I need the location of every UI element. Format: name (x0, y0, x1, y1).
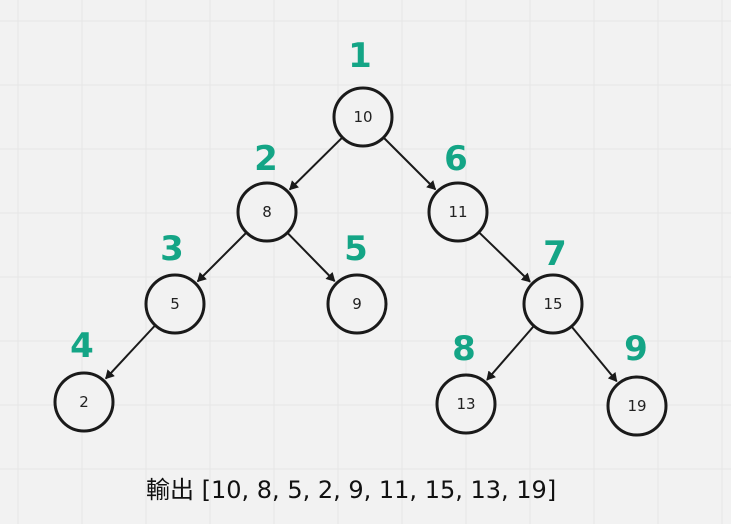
node-circle (332, 86, 394, 148)
edge-arrow-n15-n19 (570, 325, 618, 383)
tree-node-11: 11 6 (427, 139, 489, 243)
node-circle (435, 373, 497, 435)
tree-node-8: 82 (236, 139, 298, 243)
node-value: 15 (543, 295, 562, 313)
edge-arrow-n8-n5 (196, 231, 248, 283)
traversal-order-label: 4 (70, 326, 94, 366)
node-circle (53, 371, 115, 433)
traversal-order-label: 1 (348, 36, 372, 76)
node-circle (606, 375, 668, 437)
node-value: 19 (627, 397, 646, 415)
node-circle (427, 181, 489, 243)
node-circle (522, 273, 584, 335)
edge-arrow-n15-n13 (486, 325, 535, 381)
edge-arrow-n8-n9 (286, 232, 336, 282)
tree-node-10: 10 1 (332, 36, 394, 148)
traversal-order-label: 3 (160, 229, 184, 269)
tree-node-13: 13 8 (435, 329, 497, 435)
tree-node-2: 24 (53, 326, 115, 433)
output-caption: 輸出 [10, 8, 5, 2, 9, 11, 15, 13, 19] (146, 476, 557, 504)
node-value: 5 (170, 295, 180, 313)
node-value: 11 (448, 203, 467, 221)
node-circle (236, 181, 298, 243)
tree-node-5: 53 (144, 229, 206, 335)
tree-node-9: 95 (326, 229, 388, 335)
node-circle (144, 273, 206, 335)
node-value: 9 (352, 295, 362, 313)
traversal-order-label: 8 (452, 329, 476, 369)
node-value: 8 (262, 203, 272, 221)
tree-node-19: 19 9 (606, 329, 668, 437)
node-circle (326, 273, 388, 335)
traversal-order-label: 5 (344, 229, 368, 269)
node-value: 2 (79, 393, 89, 411)
traversal-order-label: 9 (624, 329, 648, 369)
node-value: 10 (353, 108, 372, 126)
edge-arrow-n11-n15 (478, 231, 531, 283)
edge-arrow-n10-n11 (382, 136, 437, 191)
traversal-order-label: 6 (444, 139, 468, 179)
traversal-order-label: 7 (543, 234, 567, 274)
tree-node-15: 15 7 (522, 234, 584, 335)
edge-arrow-n5-n2 (105, 324, 156, 380)
node-value: 13 (456, 395, 475, 413)
traversal-order-label: 2 (254, 139, 278, 179)
edge-arrow-n10-n8 (289, 136, 344, 191)
